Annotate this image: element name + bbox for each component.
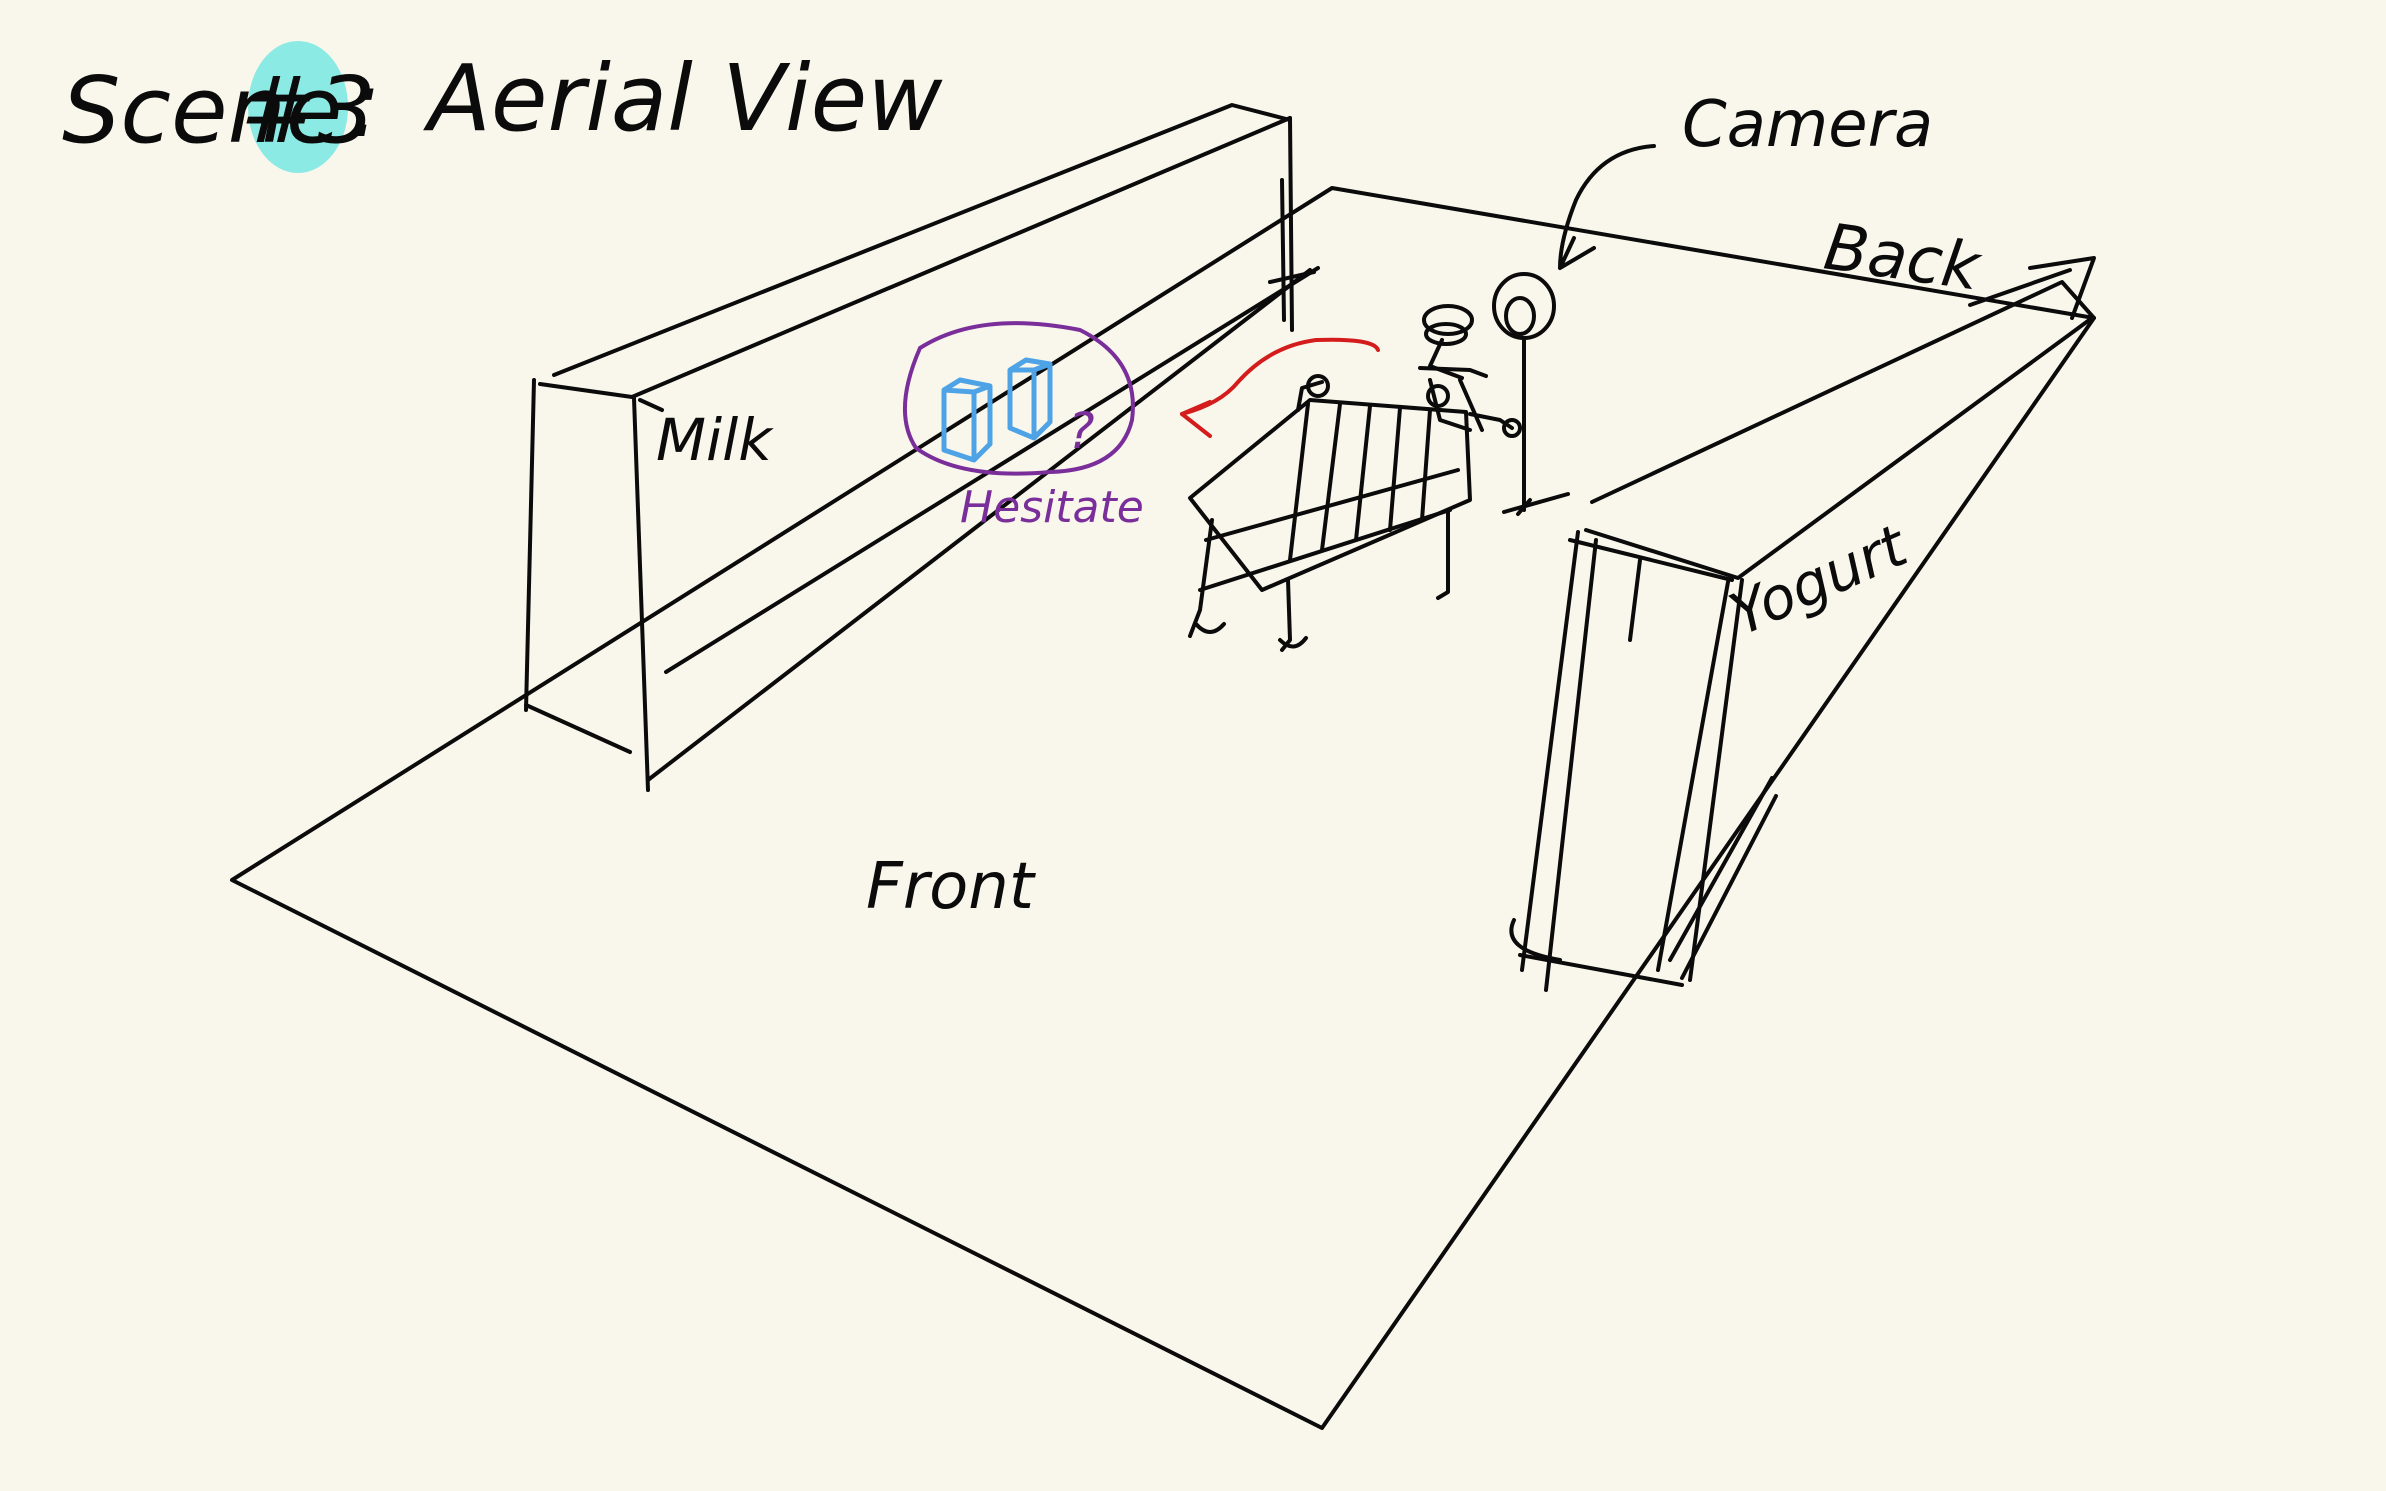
yogurt-label: Yogurt <box>1720 511 1918 649</box>
floor-outline <box>232 188 2094 1428</box>
camera-on-tripod-icon <box>1494 274 1568 514</box>
camera-pointer-line <box>1560 146 1654 268</box>
title-group: Scene #3 : Aerial View <box>62 41 943 173</box>
shopping-cart-icon <box>1190 376 1520 650</box>
milk-carton-icon <box>944 380 990 460</box>
hesitate-label: Hesitate <box>960 482 1144 533</box>
question-mark: ? <box>1068 402 1095 460</box>
title-subtitle: Aerial View <box>423 45 943 152</box>
milk-label: Milk <box>656 406 774 474</box>
title-separator: : <box>350 51 381 158</box>
movement-arrow <box>1182 340 1378 436</box>
back-label: Back <box>1820 211 1987 306</box>
milk-carton-icon-2 <box>1010 360 1050 438</box>
front-label: Front <box>866 850 1037 924</box>
camera-label: Camera <box>1682 88 1933 162</box>
